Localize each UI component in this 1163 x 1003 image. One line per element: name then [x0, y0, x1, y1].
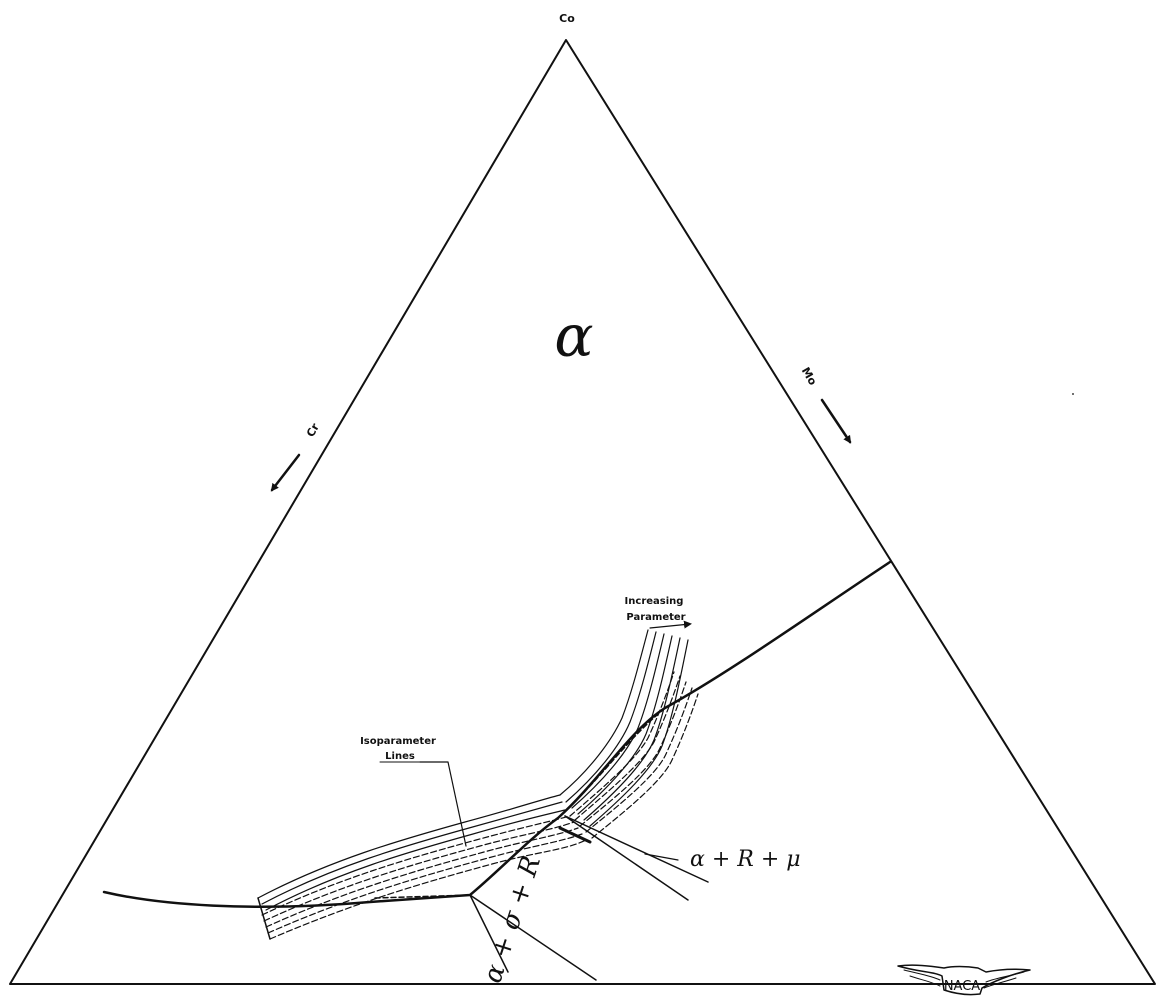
increasing-label-line2: Parameter	[626, 612, 685, 623]
isoparameter-dashed-lines	[261, 671, 699, 940]
phase-label-alpha: α	[554, 302, 593, 370]
isoparameter-solid-lines	[257, 629, 689, 911]
alpha-r-mu-field-lines	[564, 815, 709, 901]
boundary-dashed-segment	[374, 705, 669, 899]
phase-label-alpha-r-mu: α + R + μ	[690, 847, 801, 872]
knee-heavy-line	[558, 826, 592, 844]
svg-text:NACA: NACA	[944, 979, 980, 994]
vertex-label-co: Co	[559, 12, 575, 25]
axis-label-cr: Cr	[304, 421, 322, 440]
isoparameter-band-edge	[257, 897, 271, 940]
mo-axis-arrow	[820, 398, 852, 444]
isoparameter-label-line1: Isoparameter	[360, 736, 436, 747]
isoparameter-label-line2: Lines	[385, 751, 415, 762]
naca-logo: NACA	[897, 964, 1031, 996]
cr-axis-arrow	[270, 453, 301, 492]
axis-label-mo: Mo	[799, 365, 820, 388]
svg-text:α + σ + R: α + σ + R	[478, 852, 547, 986]
ternary-triangle	[9, 39, 1156, 985]
phase-label-alpha-sigma-r: α + σ + R	[478, 852, 547, 986]
stray-mark	[1072, 393, 1074, 395]
alpha-r-mu-leader-line	[644, 853, 679, 861]
increasing-parameter-arrow	[649, 620, 692, 629]
alpha-sigma-r-field-lines	[469, 894, 597, 981]
increasing-label-line1: Increasing	[625, 596, 684, 607]
isoparameter-leader	[419, 761, 467, 847]
